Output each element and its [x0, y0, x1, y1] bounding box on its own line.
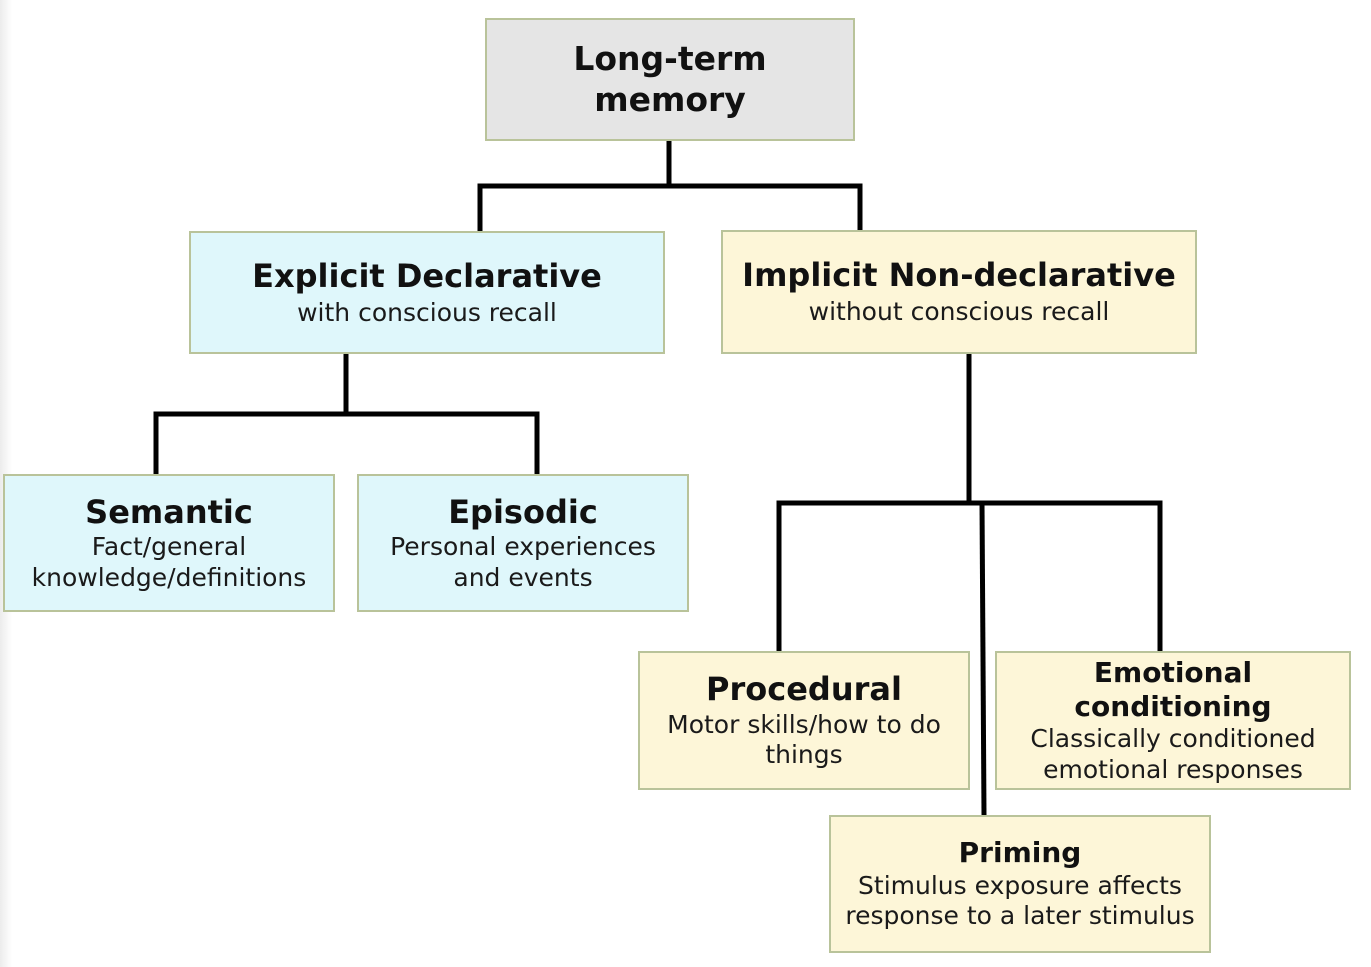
explicit-declarative-desc: with conscious recall: [297, 297, 557, 327]
procedural-box: Procedural Motor skills/how to do things: [638, 651, 970, 790]
priming-box: Priming Stimulus exposure affects respon…: [829, 815, 1211, 953]
semantic-box: Semantic Fact/general knowledge/definiti…: [3, 474, 335, 612]
long-term-memory-title: Long-term memory: [573, 39, 767, 119]
explicit-declarative-box: Explicit Declarative with conscious reca…: [189, 231, 665, 354]
emotional-conditioning-desc: Classically conditioned emotional respon…: [1030, 724, 1316, 784]
implicit-nondeclarative-box: Implicit Non-declarative without conscio…: [721, 230, 1197, 354]
connector-explicit-branch: [153, 411, 540, 476]
episodic-desc: Personal experiences and events: [390, 532, 656, 592]
implicit-nondeclarative-title: Implicit Non-declarative: [742, 256, 1176, 295]
connector-root-to-level1: [477, 183, 863, 233]
episodic-box: Episodic Personal experiences and events: [357, 474, 689, 612]
semantic-desc: Fact/general knowledge/definitions: [31, 532, 307, 592]
priming-title: Priming: [958, 836, 1082, 870]
connector-implicit-branch: [776, 500, 1163, 653]
implicit-nondeclarative-desc: without conscious recall: [808, 297, 1110, 327]
long-term-memory-box: Long-term memory: [485, 18, 855, 141]
priming-desc: Stimulus exposure affects response to a …: [845, 870, 1195, 931]
emotional-conditioning-box: Emotional conditioning Classically condi…: [995, 651, 1351, 790]
connector-priming-stem: [979, 500, 987, 818]
explicit-declarative-title: Explicit Declarative: [252, 256, 602, 295]
procedural-desc: Motor skills/how to do things: [667, 709, 941, 770]
procedural-title: Procedural: [706, 670, 902, 709]
semantic-title: Semantic: [85, 492, 253, 531]
emotional-conditioning-title: Emotional conditioning: [1074, 655, 1272, 723]
episodic-title: Episodic: [448, 492, 598, 531]
